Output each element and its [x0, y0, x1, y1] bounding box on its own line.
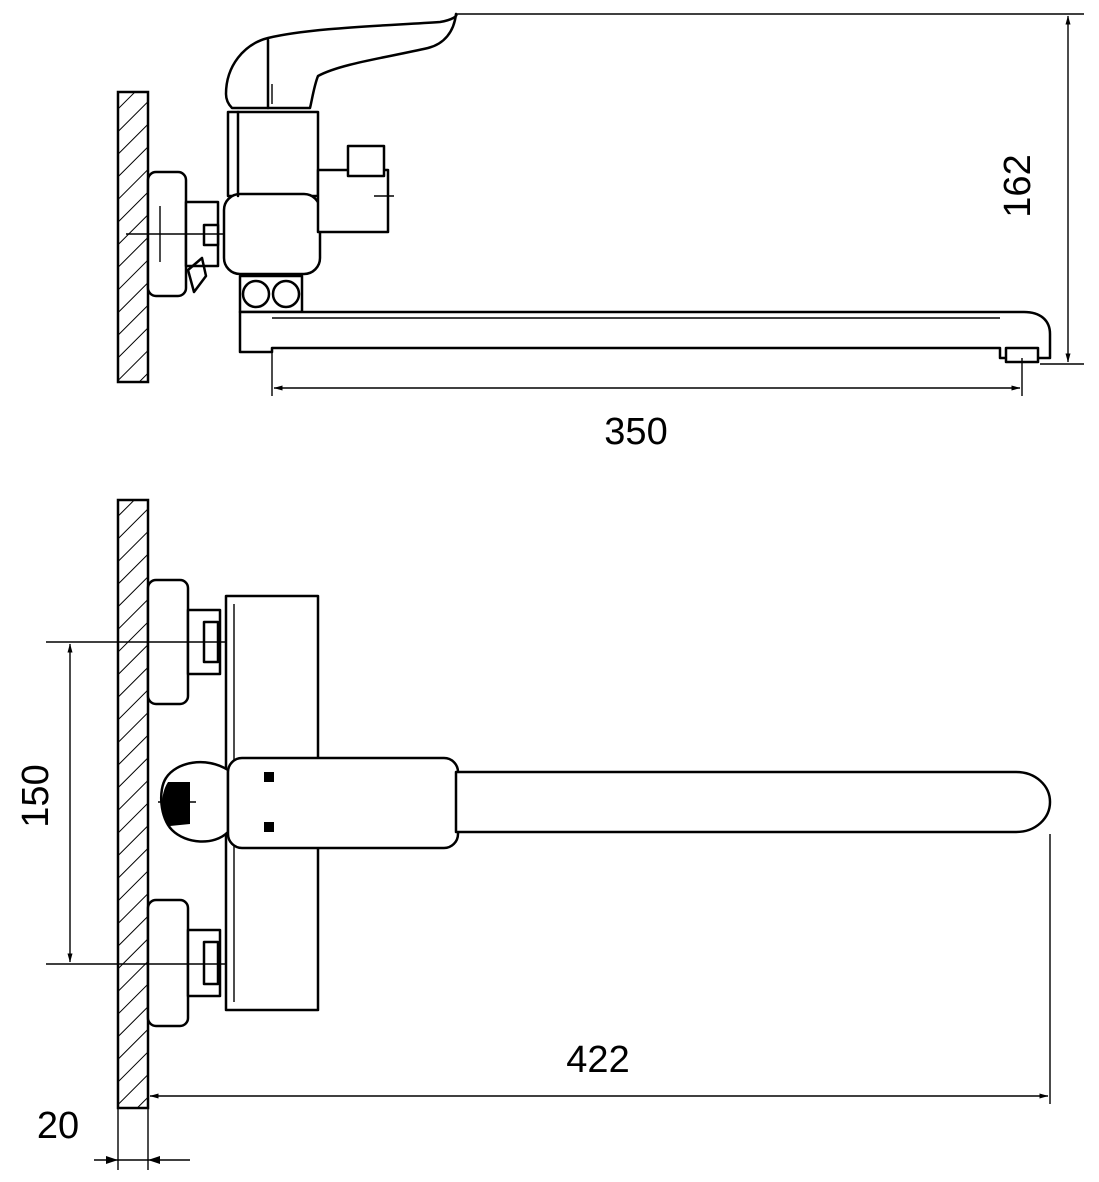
- dimension-height-label: 162: [997, 154, 1039, 217]
- dimension-20-arrow-left: [106, 1156, 118, 1164]
- eccentric-nut-lower: [202, 940, 220, 986]
- diverter-knob-dark: [162, 782, 190, 826]
- spout-plan: [454, 770, 1052, 834]
- lever-handle: [224, 12, 458, 110]
- dimension-350-label: 350: [604, 411, 667, 453]
- lever-plan: [226, 756, 460, 850]
- cartridge-body: [226, 110, 320, 198]
- dimension-20-label: 20: [37, 1105, 79, 1147]
- side-view: 162 350: [116, 12, 1084, 453]
- wall-section-top: [116, 90, 150, 384]
- spout-side: [238, 310, 1052, 360]
- mixer-body: [222, 192, 322, 276]
- wall-section-bottom: [116, 498, 150, 1110]
- dimension-20-arrow-right: [148, 1156, 160, 1164]
- swivel-ball-right: [271, 279, 301, 309]
- dimension-422-label: 422: [566, 1039, 629, 1081]
- swivel-ball-left: [241, 279, 271, 309]
- lever-mark-top: [264, 772, 274, 782]
- wall-flange-lower: [146, 898, 190, 1028]
- dimension-150-label: 150: [15, 764, 57, 827]
- diverter-housing: [316, 168, 390, 234]
- eccentric-dark-edge: [186, 256, 208, 294]
- plan-view: 150 422 20: [15, 498, 1052, 1170]
- eccentric-nut-top: [202, 223, 220, 247]
- diverter-knob: [346, 144, 386, 178]
- lever-mark-bottom: [264, 822, 274, 832]
